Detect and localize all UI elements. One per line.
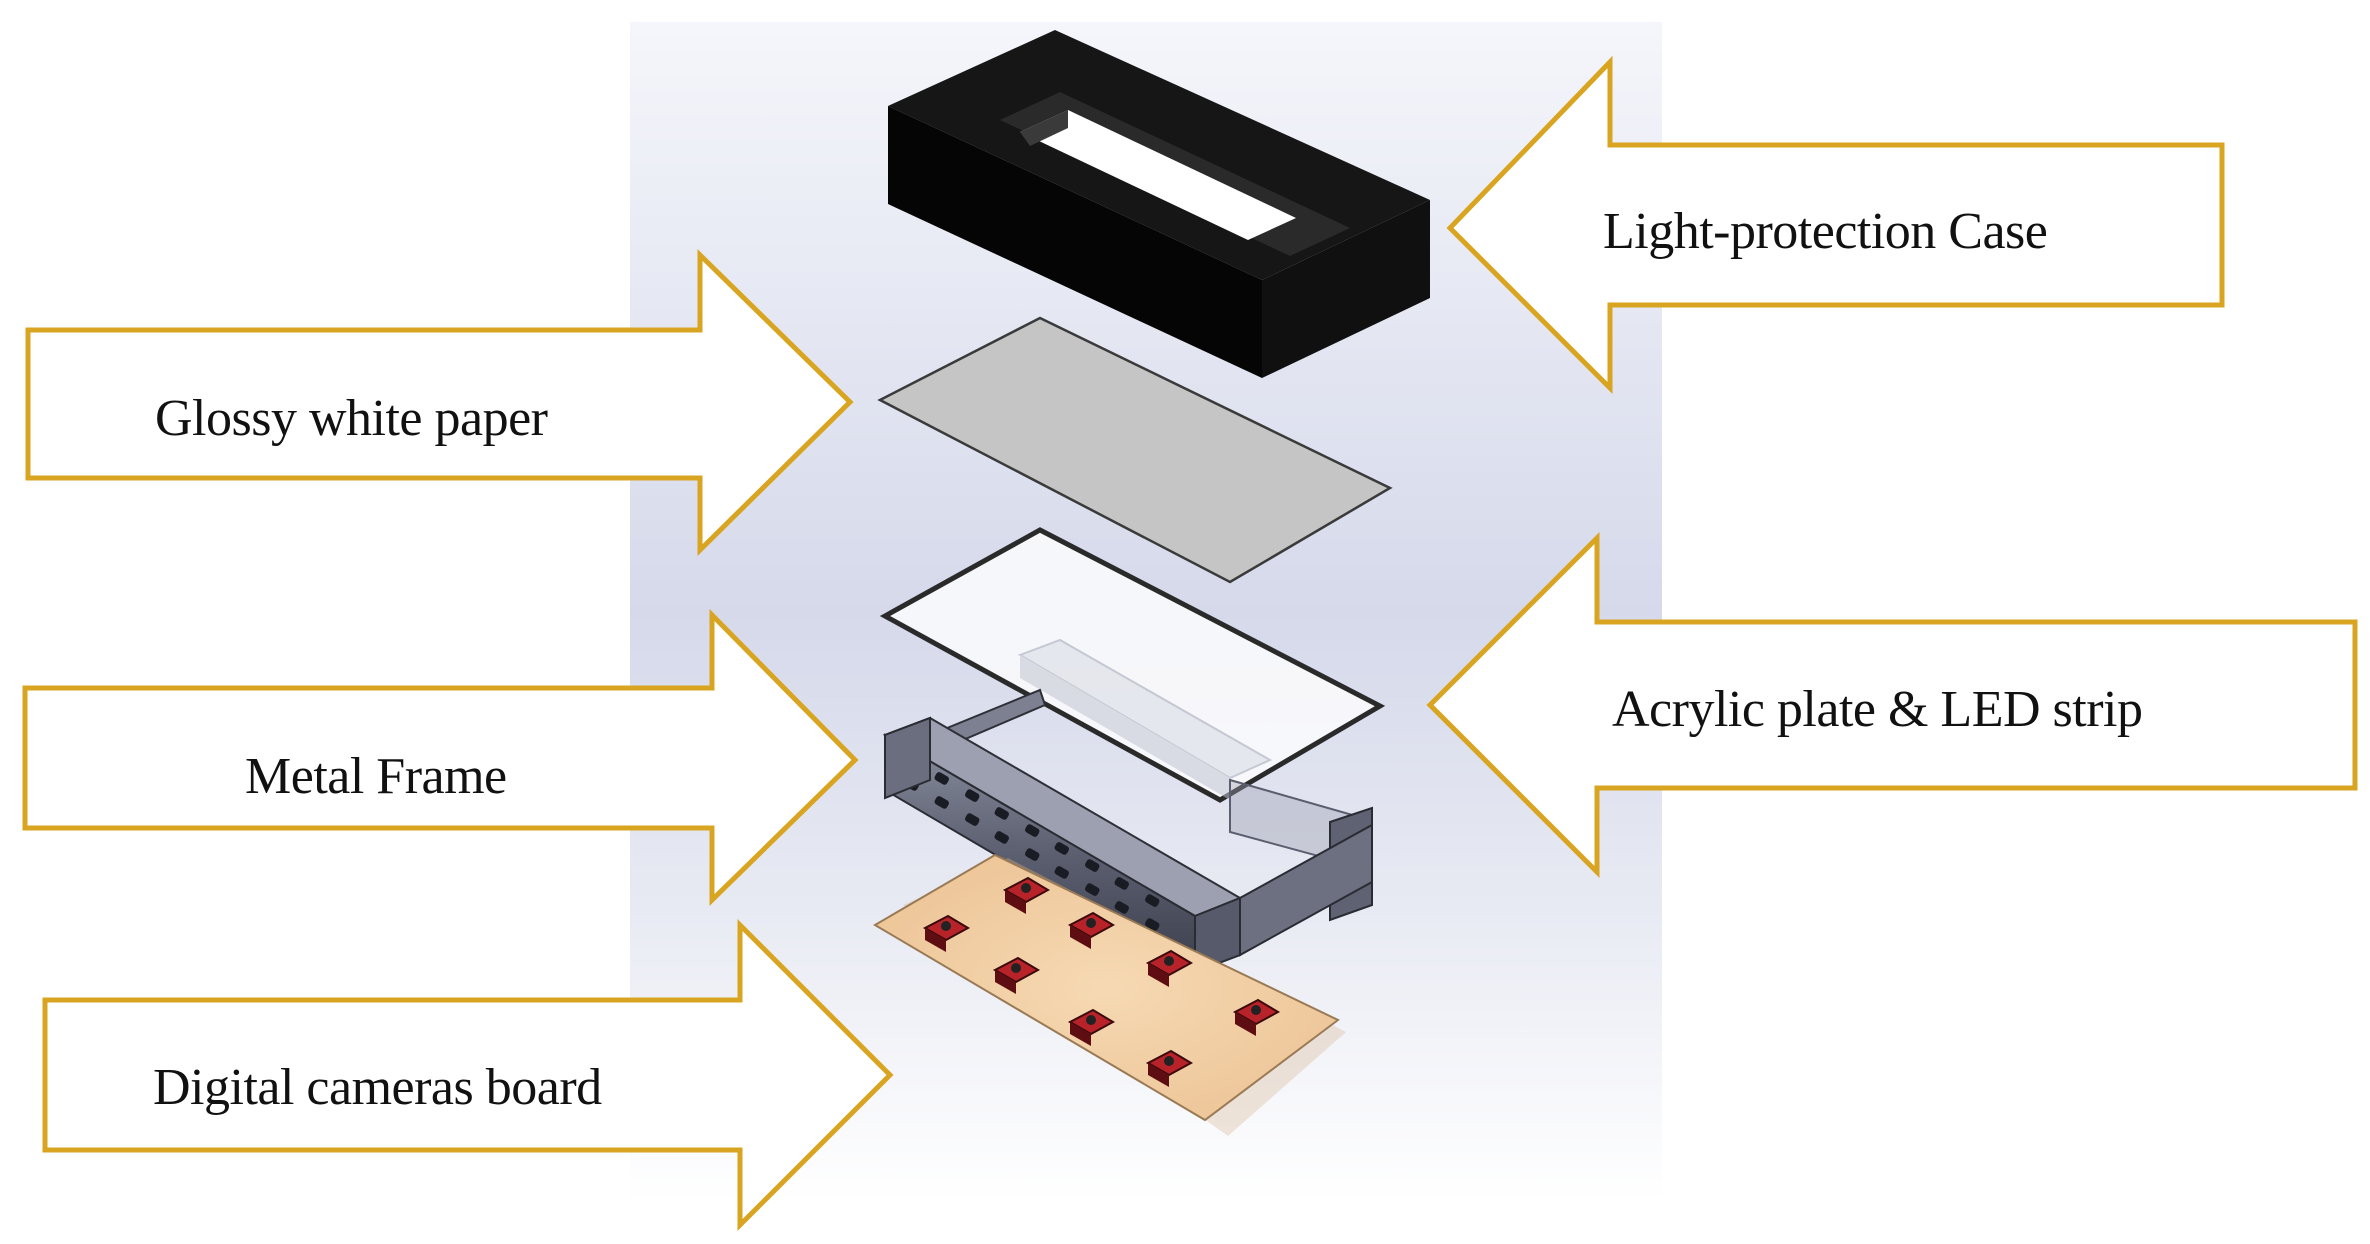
digital-cameras-board [873, 853, 1346, 1136]
callout-arrow-acrylic-plate-led-strip [1426, 531, 2358, 879]
acrylic-plate [879, 527, 1386, 803]
label-digital-cameras-board: Digital cameras board [153, 1059, 602, 1116]
camera-module [1067, 1008, 1116, 1046]
label-glossy-white-paper: Glossy white paper [155, 390, 548, 447]
callout-arrow-metal-frame [22, 608, 859, 906]
camera-module [1145, 949, 1194, 987]
camera-module [992, 956, 1041, 994]
light-protection-case [888, 30, 1430, 378]
camera-module [1232, 998, 1281, 1036]
callout-arrow-glossy-white-paper [25, 249, 854, 556]
label-light-protection-case: Light-protection Case [1603, 203, 2048, 260]
metal-frame [882, 688, 1373, 974]
glossy-white-paper-sheet [877, 316, 1393, 584]
label-metal-frame: Metal Frame [245, 748, 507, 805]
callout-arrow-digital-cameras-board [42, 918, 894, 1232]
camera-module [1067, 911, 1116, 949]
led-strip [1017, 638, 1273, 800]
camera-module [1002, 876, 1051, 914]
label-acrylic-plate-led-strip: Acrylic plate & LED strip [1612, 681, 2143, 738]
camera-module [922, 914, 971, 952]
callout-arrow-light-protection-case [1446, 55, 2225, 395]
camera-module [1145, 1049, 1194, 1087]
